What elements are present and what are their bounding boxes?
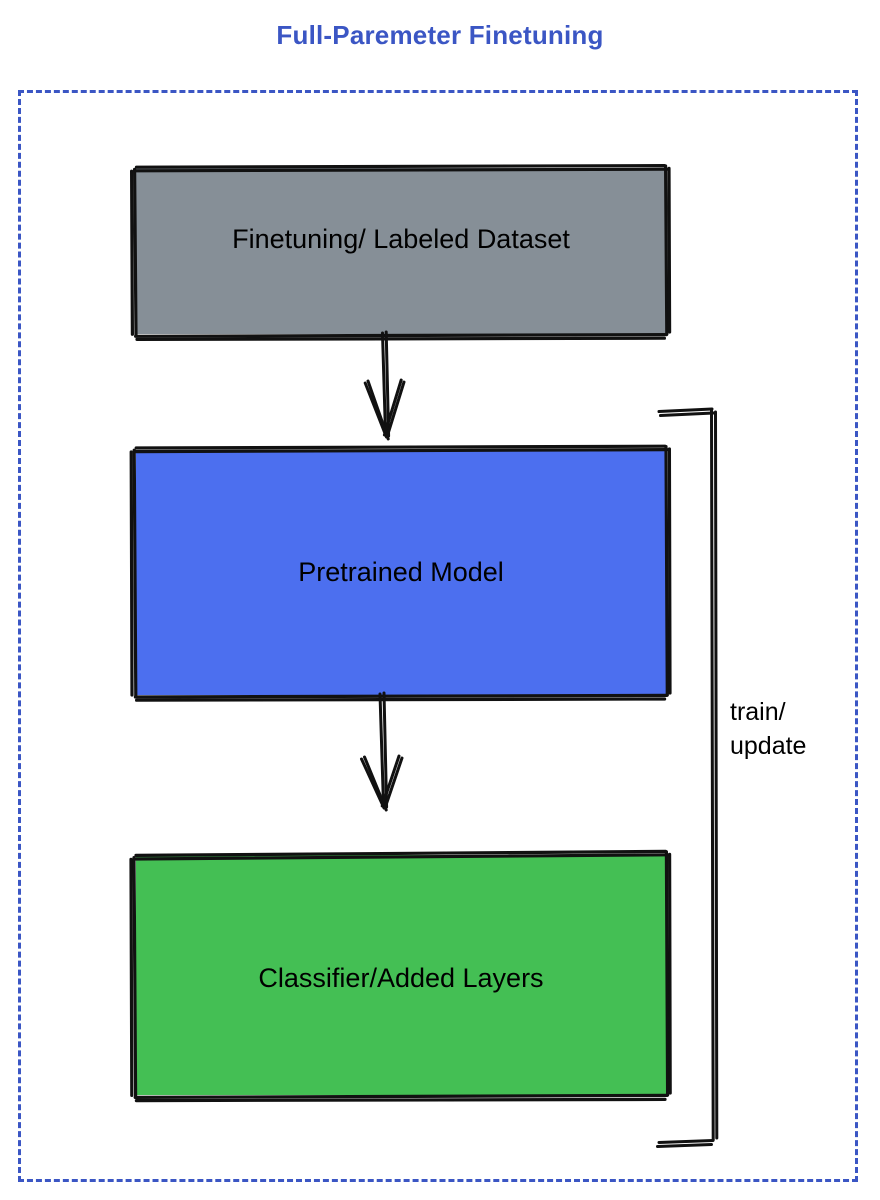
node-label-pretrained: Pretrained Model <box>298 557 504 587</box>
edge-label-line-2: update <box>730 732 807 760</box>
node-label-classifier: Classifier/Added Layers <box>258 963 544 993</box>
dashed-boundary-container <box>18 90 858 1182</box>
node-fill-classifier <box>136 855 666 1095</box>
page-title: Full-Paremeter Finetuning <box>276 20 604 50</box>
node-fill-dataset <box>136 168 666 334</box>
node-finetuning-labeled-dataset[interactable]: Finetuning/ Labeled Dataset <box>130 164 672 341</box>
node-label-dataset: Finetuning/ Labeled Dataset <box>232 224 570 254</box>
node-pretrained-model[interactable]: Pretrained Model <box>129 444 672 702</box>
edge-label-line-1: train/ <box>730 698 786 726</box>
node-fill-pretrained <box>136 450 666 695</box>
edge-label-train-update: train/ update <box>730 695 870 763</box>
node-classifier-added-layers[interactable]: Classifier/Added Layers <box>129 849 672 1103</box>
